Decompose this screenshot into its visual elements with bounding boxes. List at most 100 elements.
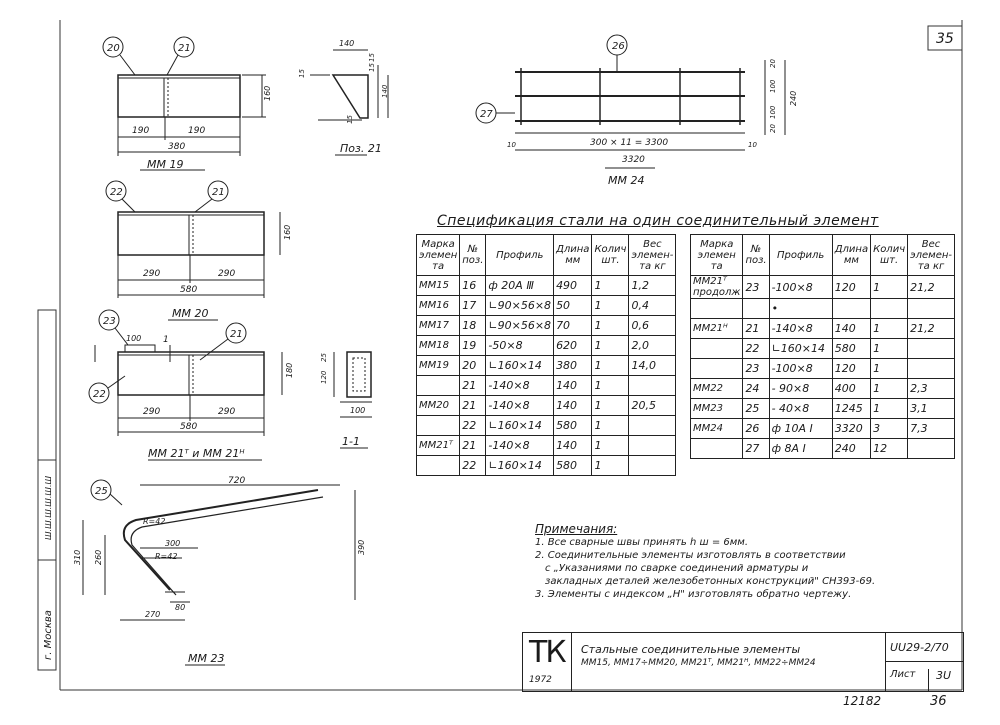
th-weight-r: Вес элемен- та кг — [907, 234, 955, 276]
cell-profile: ф 8А Ⅰ — [768, 438, 833, 459]
cell-weight: 1,2 — [628, 275, 677, 296]
poz21-d1: 15 — [298, 69, 306, 78]
poz21-d4: 15 — [368, 53, 376, 62]
cell-pos: 22 — [742, 338, 770, 359]
title-sheet-label: Лист — [890, 669, 916, 680]
cell-profile: ∟160×14 — [485, 415, 555, 436]
note-2a: 2. Соединительные элементы изготовлять в… — [535, 550, 846, 561]
mm19-dim-left: 190 — [132, 126, 149, 136]
cell-profile: ∟160×14 — [485, 355, 555, 376]
cell-mark — [689, 358, 744, 379]
mm23-label: ММ 23 — [188, 652, 224, 665]
mm21-top: 100 — [126, 334, 141, 343]
cell-qty: 1 — [870, 378, 909, 399]
cell-qty: 1 — [591, 415, 630, 436]
cell-weight: 14,0 — [628, 355, 677, 376]
cell-weight: 2,3 — [907, 378, 955, 399]
side-stamp-frame — [37, 309, 57, 671]
section-w: 100 — [350, 406, 365, 415]
mm24-dim-total: 3320 — [622, 155, 645, 165]
cell-length: 140 — [553, 435, 593, 456]
cell-mark: ММ16 — [415, 295, 461, 316]
mm20-height: 160 — [283, 225, 292, 240]
mm23-r2: R=42 — [155, 552, 177, 561]
section-h1: 25 — [320, 353, 328, 362]
mm20-drawing: 22 21 290 290 580 160 ММ 20 — [105, 180, 292, 321]
mm23-right-h: 390 — [357, 540, 366, 555]
bottom-num-1: 12182 — [843, 694, 881, 708]
cell-profile: ∟160×14 — [485, 455, 555, 476]
cell-weight — [907, 358, 955, 379]
mm24-v-total: 240 — [789, 91, 798, 106]
cell-profile: -50×8 — [485, 335, 555, 356]
mm24-v4: 20 — [769, 124, 777, 133]
cell-mark: ММ23 — [689, 398, 744, 419]
note-1: 1. Все сварные швы принять h ш = 6мм. — [535, 537, 749, 548]
spec-table-left: Марка элемен та № поз. Профиль Длина мм … — [415, 234, 677, 476]
cell-length: 50 — [553, 295, 593, 316]
cell-profile: -100×8 — [768, 358, 833, 379]
cell-profile: - 40×8 — [768, 398, 833, 419]
poz21-d2: 15 — [368, 63, 376, 72]
cell-qty — [870, 298, 909, 319]
th-weight: Вес элемен- та кг — [628, 234, 677, 276]
cell-length: 240 — [831, 438, 872, 459]
cell-profile: ∟90×56×8 — [485, 295, 555, 316]
bottom-num-2: 36 — [930, 694, 947, 709]
mm24-callout-left: 27 — [480, 109, 493, 120]
corner-box — [927, 25, 963, 51]
cell-mark: ММ21ᵀ — [415, 435, 461, 456]
mm19-height: 160 — [263, 86, 272, 101]
mm21-callout-c: 22 — [93, 389, 106, 400]
section-h2: 120 — [320, 370, 328, 384]
cell-qty: 1 — [591, 335, 630, 356]
th-pos: № поз. — [459, 234, 487, 276]
cell-length: 3320 — [831, 418, 872, 439]
mm23-top: 720 — [228, 476, 245, 486]
cell-mark — [415, 375, 461, 396]
cell-length: 580 — [831, 338, 872, 359]
mm23-left-h: 310 — [73, 550, 82, 565]
cell-mark — [689, 338, 744, 359]
th-pos-r: № поз. — [742, 234, 770, 276]
cell-profile: - 90×8 — [768, 378, 833, 399]
cell-mark — [689, 298, 744, 319]
cell-qty: 12 — [870, 438, 909, 459]
cell-weight — [907, 438, 955, 459]
title-right-cell: UU29-2/70 Лист 3U — [885, 633, 964, 691]
mm19-callout-b: 21 — [178, 43, 191, 54]
mm24-v2: 100 — [769, 79, 777, 93]
mm21-mark: 1 — [163, 335, 169, 345]
poz21-label: Поз. 21 — [340, 142, 382, 155]
cell-pos: 19 — [459, 335, 487, 356]
th-profile-r: Профиль — [768, 234, 833, 276]
cell-qty: 1 — [870, 398, 909, 419]
cell-length: 490 — [553, 275, 593, 296]
cell-length: 580 — [553, 455, 593, 476]
cell-weight — [628, 435, 677, 456]
cell-qty: 1 — [870, 358, 909, 379]
th-qty-r: Колич шт. — [870, 234, 909, 276]
cell-weight: 21,2 — [907, 275, 955, 299]
note-3: 3. Элементы с индексом „Н" изготовлять о… — [535, 589, 852, 600]
cell-mark: ММ15 — [415, 275, 461, 296]
mm23-drawing: 25 720 R=42 300 R=42 310 260 390 270 80 … — [73, 476, 366, 666]
mm24-v3: 100 — [769, 105, 777, 119]
cell-mark — [689, 438, 744, 459]
cell-length: 140 — [553, 395, 593, 416]
cell-weight — [907, 298, 955, 319]
poz21-top: 140 — [339, 39, 354, 48]
cell-pos — [742, 298, 770, 319]
mm23-left-h2: 260 — [94, 550, 103, 565]
